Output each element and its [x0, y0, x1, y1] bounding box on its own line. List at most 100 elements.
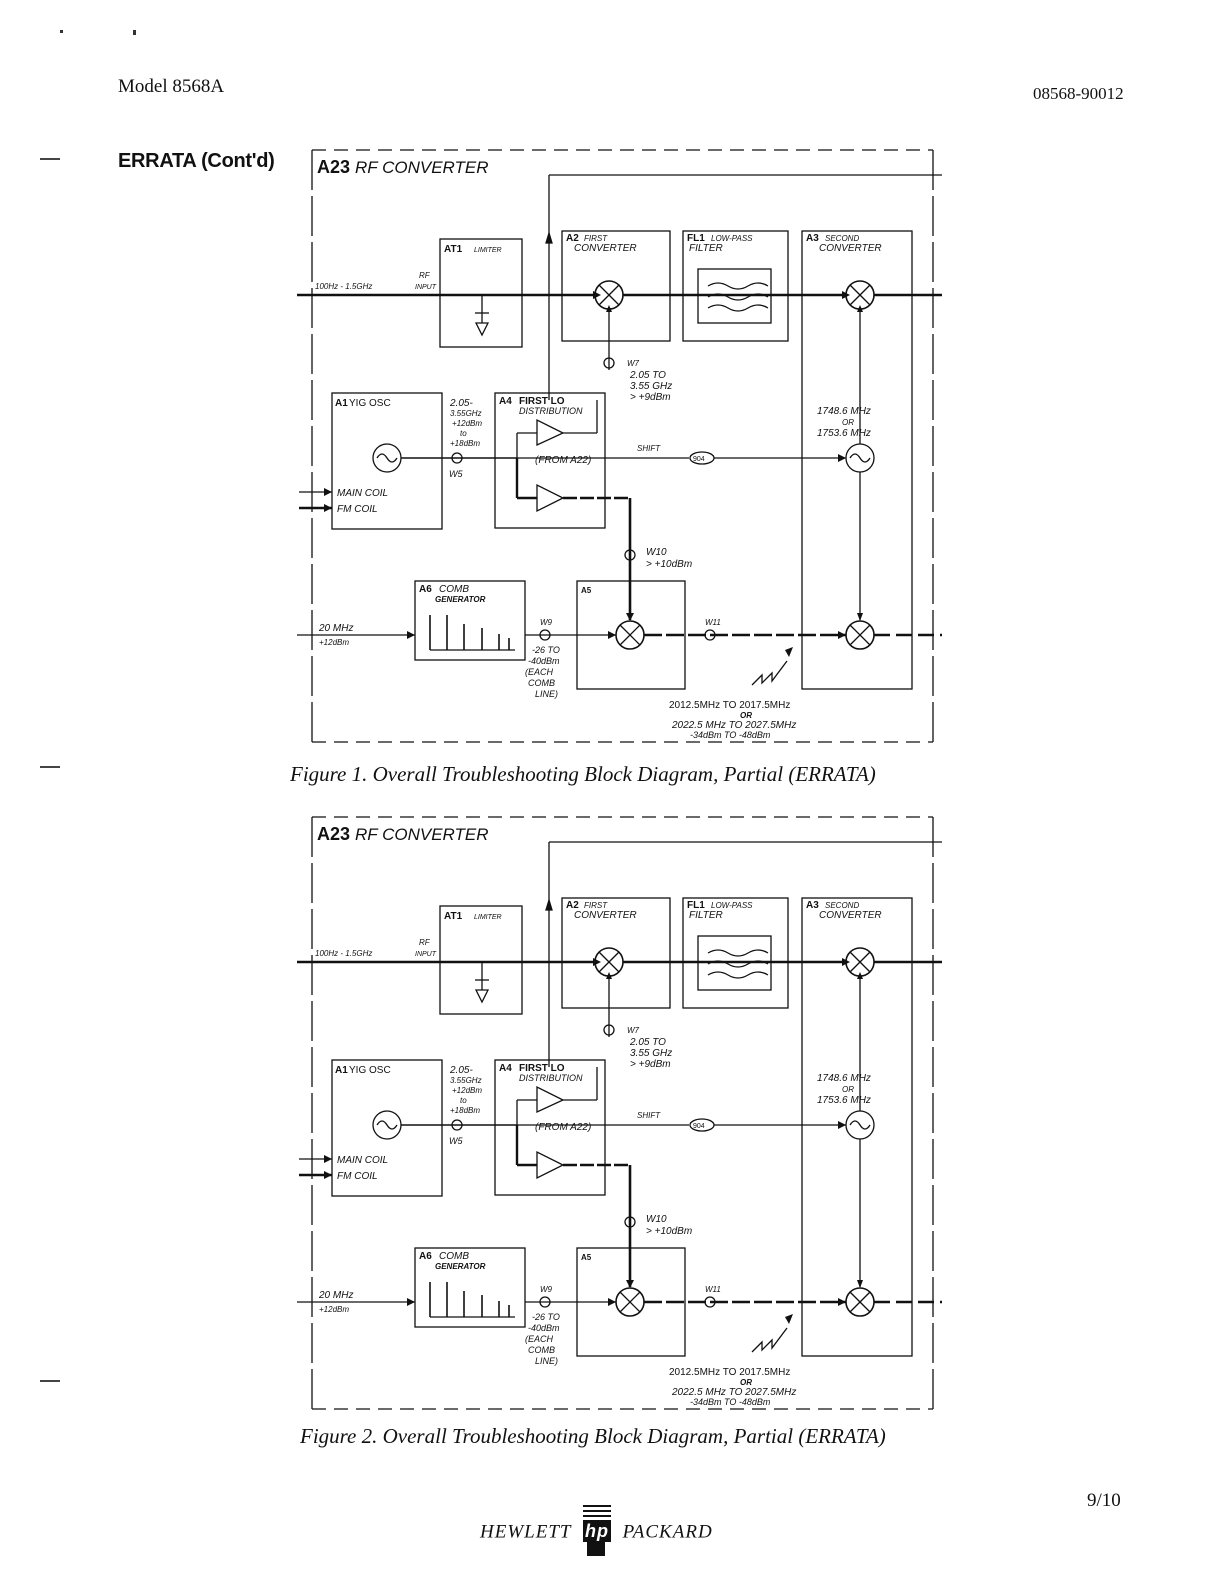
a6-ref: A6	[419, 584, 432, 595]
signal-arrows	[324, 958, 863, 1324]
w7-f1: 2.05 TO	[629, 370, 666, 381]
at1-ref: AT1	[444, 911, 463, 922]
a6-l1: COMB	[439, 584, 469, 595]
a1-f1: 2.05-	[449, 1065, 473, 1076]
w10-p: > +10dBm	[646, 1226, 692, 1237]
w11-label: W11	[705, 618, 721, 627]
from-a22: (FROM A22)	[535, 455, 591, 466]
a4-l2: DISTRIBUTION	[519, 406, 583, 416]
at1-title: LIMITER	[474, 247, 502, 254]
a23-title: RF CONVERTER	[355, 158, 489, 177]
lo2-f2: 1753.6 MHz	[817, 1095, 871, 1106]
w7-f2: 3.55 GHz	[630, 1048, 672, 1059]
a1-title: YIG OSC	[349, 398, 391, 409]
w7-f1: 2.05 TO	[629, 1037, 666, 1048]
diagram	[297, 149, 942, 743]
a2-l2: CONVERTER	[574, 243, 637, 254]
a2-ref: A2	[566, 900, 579, 911]
shift-label: SHIFT	[637, 444, 661, 453]
a6-ref: A6	[419, 1251, 432, 1262]
figure-2-diagram: A23 RF CONVERTER AT1 LIMITER RF INPUT 10…	[297, 812, 947, 1422]
figure-2-caption: Figure 2. Overall Troubleshooting Block …	[300, 1424, 886, 1448]
fm-coil: FM COIL	[337, 1171, 378, 1182]
lo2-or: OR	[842, 1085, 854, 1094]
comb-p4: COMB	[528, 678, 555, 688]
main-coil: MAIN COIL	[337, 488, 388, 499]
input-label: INPUT	[415, 284, 437, 291]
at1-ref: AT1	[444, 244, 463, 255]
a1-p2: to	[460, 1096, 467, 1105]
at1-title: LIMITER	[474, 914, 502, 921]
a5-ref: A5	[581, 1253, 592, 1262]
comb-p3: (EACH	[525, 667, 554, 677]
if-p: -34dBm TO -48dBm	[690, 1397, 771, 1407]
w7-label: W7	[627, 1026, 640, 1035]
a4-l1: FIRST LO	[519, 1063, 565, 1074]
rf-label: RF	[419, 938, 431, 947]
w7-p: > +9dBm	[630, 392, 671, 403]
footer-packard: PACKARD	[622, 1521, 713, 1543]
if-f2: 2022.5 MHz TO 2027.5MHz	[671, 720, 796, 731]
a1-f2: 3.55GHz	[450, 409, 482, 418]
a1-f2: 3.55GHz	[450, 1076, 482, 1085]
w5-label: W5	[449, 1136, 463, 1146]
a2-l1: FIRST	[584, 901, 608, 910]
fl1-ref: FL1	[687, 900, 705, 911]
a6-l2: GENERATOR	[435, 1262, 486, 1271]
ref-power: +12dBm	[319, 638, 349, 647]
w9-label: W9	[540, 618, 553, 627]
if-or: OR	[740, 711, 752, 720]
page-number: 9/10	[1087, 1490, 1121, 1511]
comb-p2: -40dBm	[528, 656, 560, 666]
fl1-l1: LOW-PASS	[711, 901, 753, 910]
a3-l1: SECOND	[825, 901, 859, 910]
a1-ref: A1	[335, 398, 348, 409]
a1-ref: A1	[335, 1065, 348, 1076]
margin-mark	[40, 1380, 60, 1382]
figure-1-diagram: A23 RF CONVERTER AT1 LIMITER RF INPUT 10…	[297, 145, 947, 755]
a1-p3: +18dBm	[450, 1106, 480, 1115]
comb-p2: -40dBm	[528, 1323, 560, 1333]
rf-label: RF	[419, 271, 431, 280]
a4-l1: FIRST LO	[519, 396, 565, 407]
figure-1-caption: Figure 1. Overall Troubleshooting Block …	[290, 762, 876, 786]
footer-hewlett: HEWLETT	[480, 1521, 572, 1543]
from-a22: (FROM A22)	[535, 1122, 591, 1133]
a1-p1: +12dBm	[452, 1086, 482, 1095]
fl1-l2: FILTER	[689, 243, 723, 254]
model-header: Model 8568A	[118, 76, 225, 97]
a2-l1: FIRST	[584, 234, 608, 243]
a1-f1: 2.05-	[449, 398, 473, 409]
lo2-f1: 1748.6 MHz	[817, 406, 871, 417]
if-f2: 2022.5 MHz TO 2027.5MHz	[671, 1387, 796, 1398]
w11-label: W11	[705, 1285, 721, 1294]
ref-freq: 20 MHz	[318, 1290, 353, 1301]
diagram	[297, 816, 942, 1410]
a23-title: RF CONVERTER	[355, 825, 489, 844]
a1-title: YIG OSC	[349, 1065, 391, 1076]
comb-p5: LINE)	[535, 1356, 558, 1366]
w7-label: W7	[627, 359, 640, 368]
a5-ref: A5	[581, 586, 592, 595]
a3-ref: A3	[806, 900, 819, 911]
comb-p4: COMB	[528, 1345, 555, 1355]
signal-arrows	[324, 291, 863, 657]
fl1-l2: FILTER	[689, 910, 723, 921]
margin-mark	[133, 30, 136, 35]
input-range: 100Hz - 1.5GHz	[315, 949, 372, 958]
comb-p1: -26 TO	[532, 1312, 560, 1322]
a1-p3: +18dBm	[450, 439, 480, 448]
hp-logo-text: hp	[585, 1521, 609, 1541]
diagram-labels: A23 RF CONVERTER AT1 LIMITER RF INPUT 10…	[315, 157, 882, 740]
w9-label: W9	[540, 1285, 553, 1294]
comb-p5: LINE)	[535, 689, 558, 699]
if-p: -34dBm TO -48dBm	[690, 730, 771, 740]
a2-l2: CONVERTER	[574, 910, 637, 921]
if-f1: 2012.5MHz TO 2017.5MHz	[669, 700, 790, 711]
input-range: 100Hz - 1.5GHz	[315, 282, 372, 291]
fl1-ref: FL1	[687, 233, 705, 244]
w5-label: W5	[449, 469, 463, 479]
section-title: ERRATA (Cont'd)	[118, 150, 275, 172]
input-label: INPUT	[415, 951, 437, 958]
a3-l2: CONVERTER	[819, 243, 882, 254]
